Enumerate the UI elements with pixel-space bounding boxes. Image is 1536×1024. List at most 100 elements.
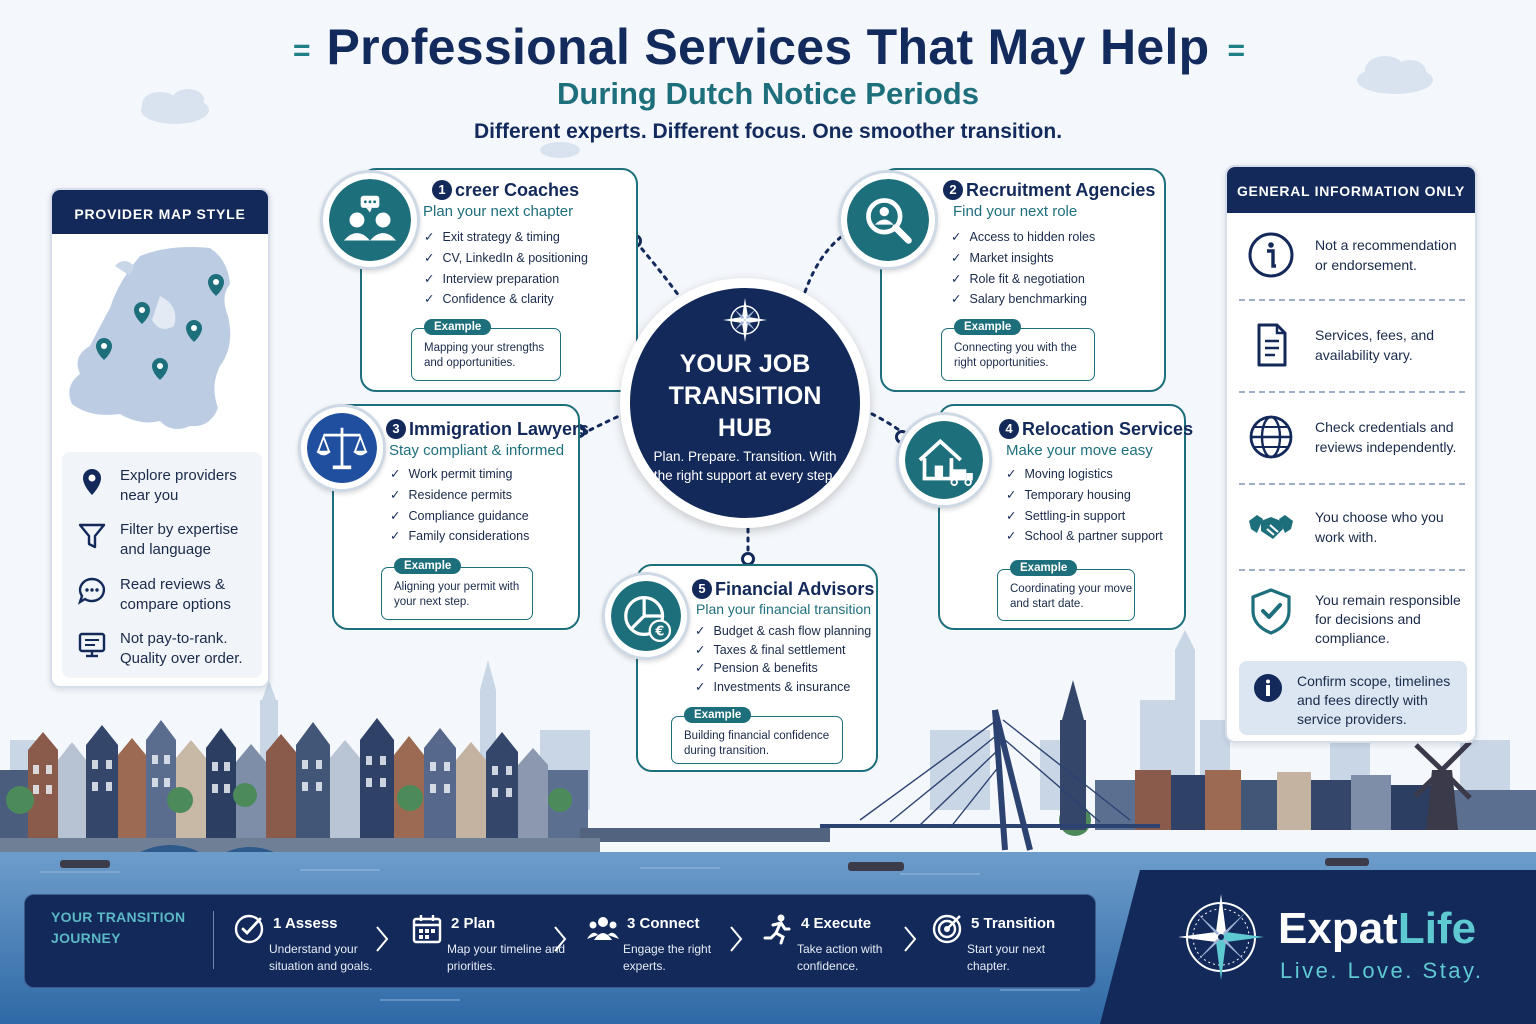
info-item-label: Services, fees, and availability vary. bbox=[1315, 327, 1435, 363]
list-item: Budget & cash flow planning bbox=[695, 622, 871, 641]
list-item: Moving logistics bbox=[1006, 464, 1163, 485]
career-coach-badge bbox=[320, 170, 420, 270]
immigration-title-text: Immigration Lawyers bbox=[409, 419, 590, 439]
journey-step-name: 3 Connect bbox=[627, 915, 700, 932]
feature-reviews-label: Read reviews & compare options bbox=[120, 576, 231, 613]
info-icon bbox=[1248, 232, 1294, 278]
transition-journey-bar: YOUR TRANSITION JOURNEY 1 Assess Underst… bbox=[24, 894, 1096, 988]
career-coaches-title-text: creer Coaches bbox=[455, 180, 580, 200]
immigration-subtitle: Stay compliant & informed bbox=[389, 442, 565, 459]
chevron-right-icon bbox=[730, 926, 743, 952]
example-text: Connecting you with the right opportunit… bbox=[954, 342, 1077, 369]
location-pin-icon bbox=[83, 469, 101, 495]
relocation-list: Moving logistics Temporary housing Settl… bbox=[1006, 464, 1163, 547]
journey-step-transition[interactable]: 5 Transition Start your next chapter. bbox=[931, 911, 1091, 977]
calendar-icon bbox=[412, 915, 442, 944]
journey-step-name: 2 Plan bbox=[451, 915, 496, 932]
recruitment-title-text: Recruitment Agencies bbox=[966, 180, 1156, 200]
journey-step-assess[interactable]: 1 Assess Understand your situation and g… bbox=[233, 911, 393, 977]
journey-step-desc: Take action with confidence. bbox=[797, 942, 883, 973]
example-text: Building financial confidence during tra… bbox=[684, 730, 830, 757]
feature-quality-label: Not pay-to-rank. Quality over order. bbox=[120, 630, 243, 667]
svg-text:€: € bbox=[654, 624, 664, 639]
hub-subtitle: Plan. Prepare. Transition. With the righ… bbox=[653, 449, 837, 483]
list-item: School & partner support bbox=[1006, 526, 1162, 547]
divider bbox=[1239, 569, 1465, 571]
journey-step-connect[interactable]: 3 Connect Engage the right experts. bbox=[587, 911, 747, 977]
chat-bubble-icon bbox=[77, 577, 106, 605]
recruitment-subtitle: Find your next role bbox=[953, 203, 1078, 220]
journey-step-plan[interactable]: 2 Plan Map your timeline and priorities. bbox=[411, 911, 571, 977]
relocation-title-text: Relocation Services bbox=[1022, 419, 1194, 439]
list-item: Family considerations bbox=[390, 526, 529, 547]
financial-list: Budget & cash flow planning Taxes & fina… bbox=[695, 622, 871, 696]
relocation-badge bbox=[896, 412, 992, 508]
feature-filter: Filter by expertise and language bbox=[62, 514, 262, 564]
feature-explore-label: Explore providers near you bbox=[120, 467, 237, 504]
financial-subtitle: Plan your financial transition bbox=[696, 601, 872, 617]
list-item: Temporary housing bbox=[1006, 485, 1163, 506]
chevron-right-icon bbox=[376, 926, 389, 952]
feature-quality: Not pay-to-rank. Quality over order. bbox=[62, 623, 262, 673]
runner-icon bbox=[763, 914, 791, 945]
example-label: Example bbox=[954, 319, 1022, 335]
financial-title-text: Financial Advisors bbox=[715, 579, 875, 599]
example-text: Coordinating your move and start date. bbox=[1010, 583, 1133, 610]
journey-step-desc: Understand your situation and goals. bbox=[269, 942, 373, 973]
info-item: Services, fees, and availability vary. bbox=[1239, 321, 1465, 377]
career-coaches-number: 1 bbox=[432, 180, 452, 200]
recruitment-badge bbox=[838, 170, 938, 270]
list-item: CV, LinkedIn & positioning bbox=[424, 248, 587, 269]
recruitment-list: Access to hidden roles Market insights R… bbox=[951, 227, 1095, 310]
chevron-right-icon bbox=[554, 926, 567, 952]
netherlands-map[interactable] bbox=[60, 236, 264, 446]
info-item: You choose who you work with. bbox=[1239, 503, 1465, 559]
info-item-label: You choose who you work with. bbox=[1315, 509, 1444, 545]
divider bbox=[1239, 299, 1465, 301]
immigration-number: 3 bbox=[386, 419, 406, 439]
compass-icon bbox=[723, 298, 767, 342]
immigration-list: Work permit timing Residence permits Com… bbox=[390, 464, 529, 547]
info-icon bbox=[1254, 674, 1282, 702]
journey-step-desc: Engage the right experts. bbox=[623, 942, 712, 973]
list-item: Exit strategy & timing bbox=[424, 227, 588, 248]
feature-reviews: Read reviews & compare options bbox=[62, 569, 262, 619]
example-text: Mapping your strengths and opportunities… bbox=[424, 342, 545, 369]
info-item: Check credentials and reviews independen… bbox=[1239, 413, 1465, 469]
journey-divider bbox=[213, 911, 214, 969]
career-coaches-list: Exit strategy & timing CV, LinkedIn & po… bbox=[424, 227, 588, 310]
feature-explore: Explore providers near you bbox=[62, 460, 262, 510]
scales-icon bbox=[307, 413, 377, 483]
page-title-text: Professional Services That May Help bbox=[326, 19, 1210, 75]
page-title: =Professional Services That May Help= bbox=[0, 18, 1536, 76]
journey-step-name: 5 Transition bbox=[971, 915, 1056, 932]
map-pin-icon bbox=[96, 274, 224, 380]
hub-title-line: HUB bbox=[717, 414, 773, 442]
example-label: Example bbox=[684, 707, 752, 723]
check-circle-icon bbox=[234, 914, 264, 944]
globe-icon bbox=[1249, 415, 1293, 459]
transition-hub[interactable] bbox=[630, 288, 860, 518]
journey-step-name: 1 Assess bbox=[273, 915, 338, 932]
journey-step-execute[interactable]: 4 Execute Take action with confidence. bbox=[761, 911, 921, 977]
general-info-title: GENERAL INFORMATION ONLY bbox=[1227, 167, 1475, 213]
immigration-badge bbox=[298, 404, 386, 492]
example-label: Example bbox=[394, 558, 462, 574]
chevron-right-icon bbox=[904, 926, 917, 952]
monitor-icon bbox=[78, 632, 106, 658]
financial-badge: € bbox=[602, 572, 690, 660]
hub-title-line: TRANSITION bbox=[668, 382, 822, 410]
page-tagline: Different experts. Different focus. One … bbox=[473, 120, 1063, 143]
confirm-note: Confirm scope, timelines and fees direct… bbox=[1239, 661, 1467, 735]
list-item: Market insights bbox=[951, 248, 1095, 269]
list-item: Compliance guidance bbox=[390, 506, 529, 527]
list-item: Taxes & final settlement bbox=[695, 641, 871, 660]
